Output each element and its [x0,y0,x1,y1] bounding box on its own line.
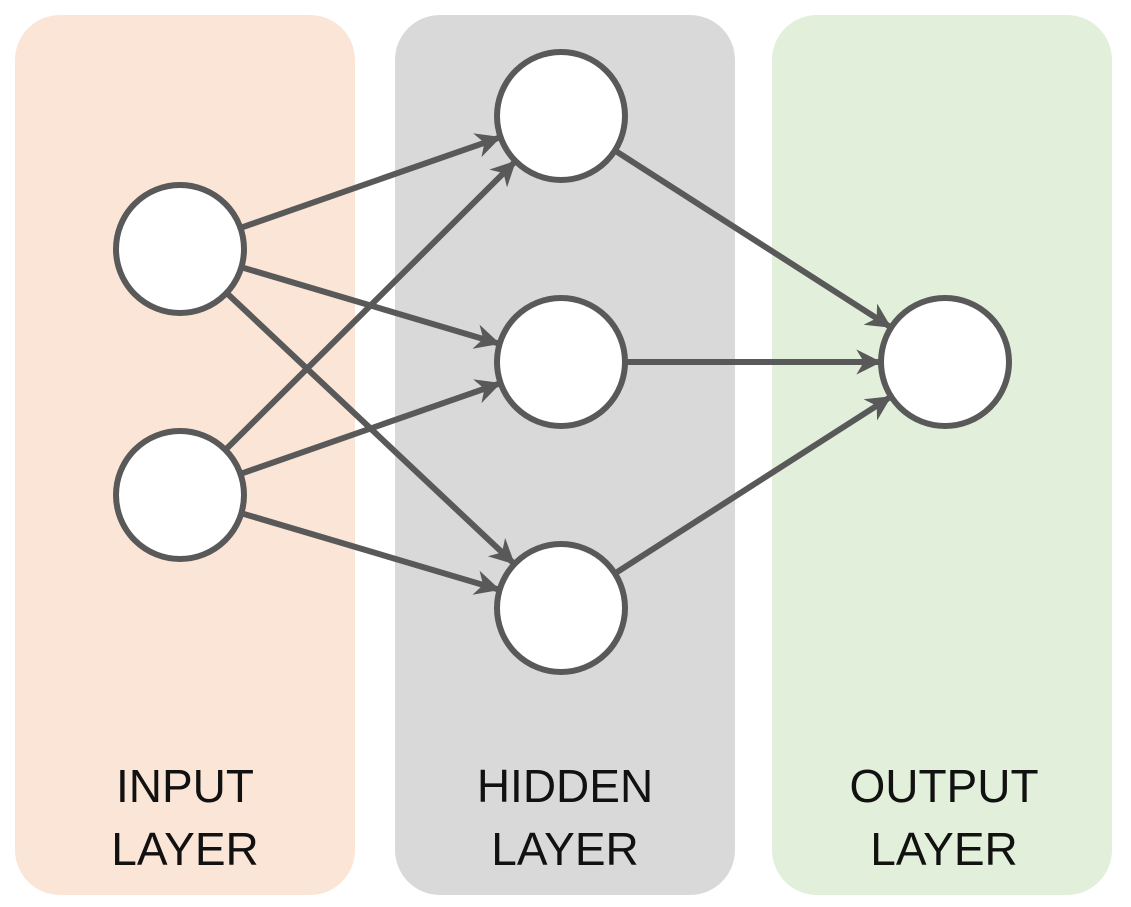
output-neuron-1 [878,295,1012,429]
output-layer-panel [772,15,1112,895]
connections [222,133,893,595]
output-label-line2: LAYER [870,823,1017,875]
input-label-line1: INPUT [116,760,254,812]
input-neuron-1 [113,182,247,316]
hidden-label-line2: LAYER [491,823,638,875]
edge-input-1-to-hidden-1 [237,133,502,231]
output-layer-label: OUTPUT LAYER [849,760,1038,875]
edge-input-2-to-hidden-3 [238,510,501,595]
input-label-line2: LAYER [111,823,258,875]
input-neuron-2 [113,428,247,562]
edge-input-2-to-hidden-1 [222,159,518,453]
hidden-layer-label: HIDDEN LAYER [477,760,653,875]
hidden-neuron-2 [494,295,628,429]
edge-hidden-3-to-output-1 [611,394,893,577]
edge-hidden-1-to-output-1 [611,147,893,330]
hidden-neuron-3 [494,541,628,675]
edge-input-2-to-hidden-2 [237,379,502,477]
hidden-layer-panel [395,15,735,895]
hidden-neuron-1 [494,49,628,183]
neurons [113,49,1012,675]
output-label-line1: OUTPUT [849,760,1038,812]
hidden-label-line1: HIDDEN [477,760,653,812]
input-layer-label: INPUT LAYER [111,760,258,875]
